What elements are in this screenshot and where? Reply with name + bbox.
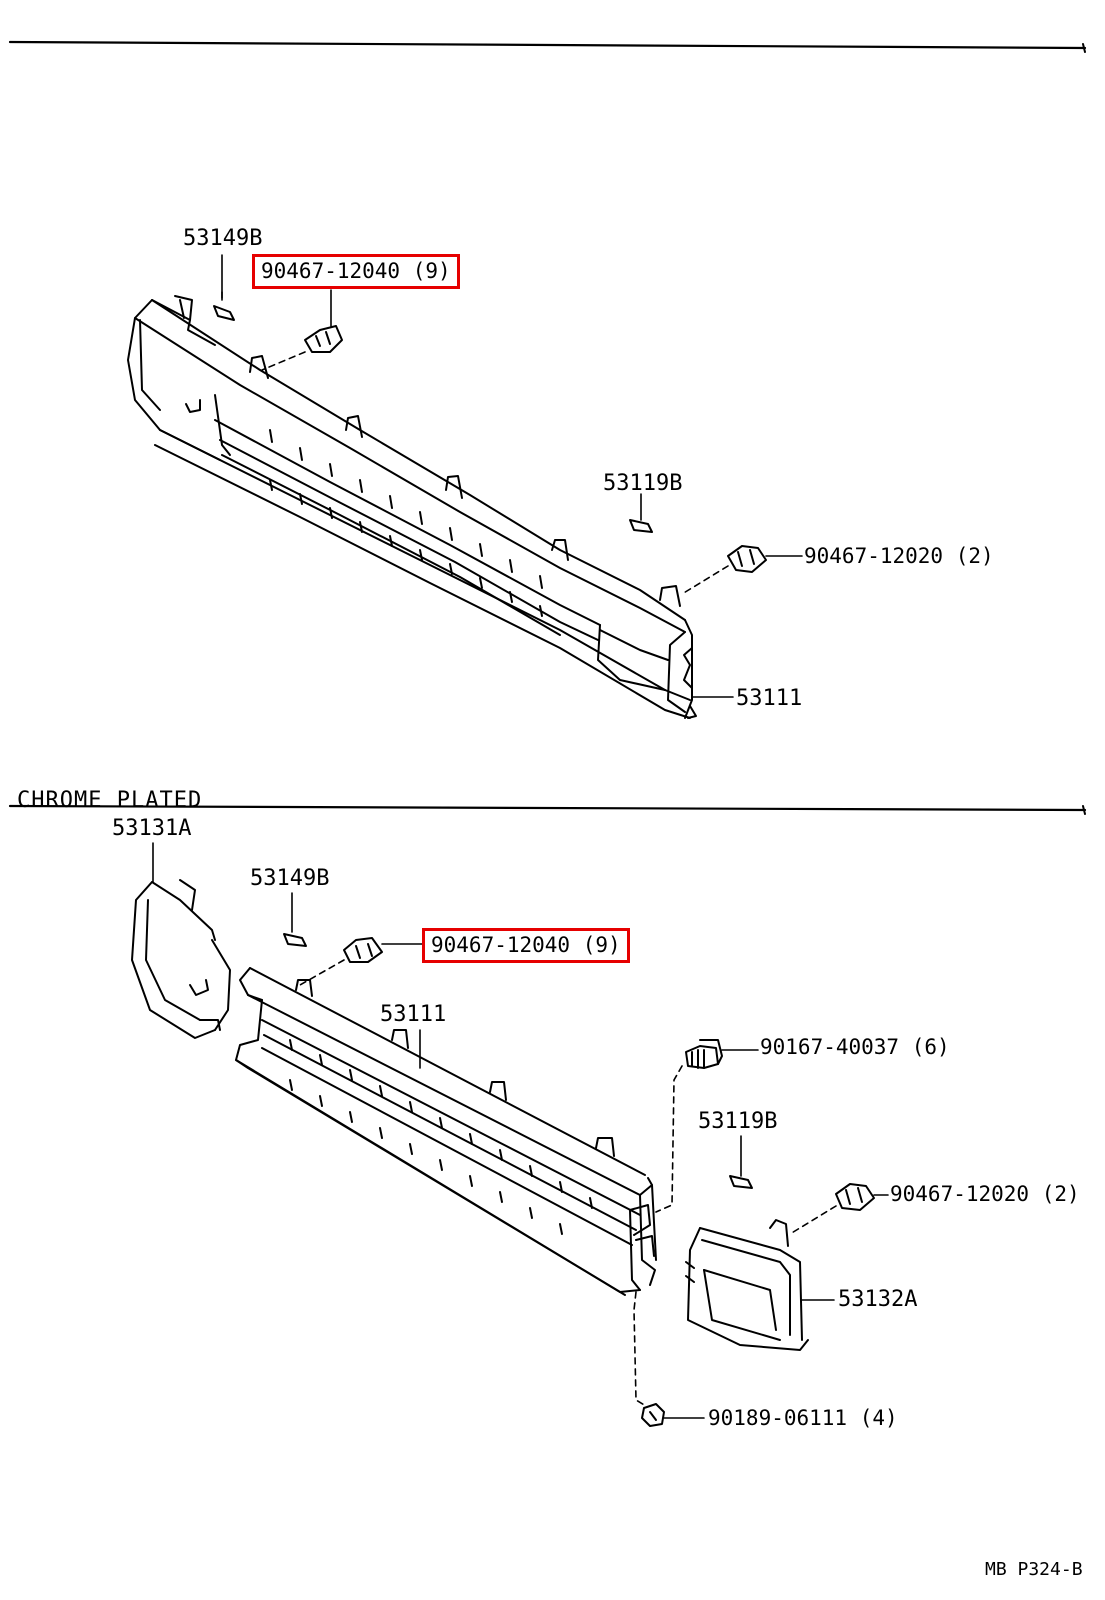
right-frame-53132a-drawing [685,1219,809,1351]
lower-clip-pin-53149b [283,933,307,947]
upper-label-53149b: 53149B [183,226,263,251]
left-frame-53131a-drawing [131,879,231,1039]
lower-label-53111: 53111 [380,1002,447,1027]
lower-label-53119b: 53119B [698,1109,778,1134]
upper-label-90467-12040-highlighted: 90467-12040 (9) [252,254,460,289]
lower-label-53149b: 53149B [250,866,330,891]
lower-retainer-90467-12020 [835,1183,875,1211]
upper-clip-pin-53149b [213,291,235,321]
lower-retainer-90467-12040 [343,937,383,963]
lower-grille-drawing [235,967,657,1296]
upper-label-53119b: 53119B [603,471,683,496]
section-divider-line [8,804,1087,812]
lower-label-53132a: 53132A [838,1287,918,1312]
lower-clip-pin-53119b [729,1175,753,1189]
page-reference: MB P324-B [985,1559,1083,1580]
top-border-line [8,40,1087,50]
upper-clip-pin-53119b [629,519,653,533]
section-title: CHROME PLATED [17,788,203,813]
lower-label-90167-40037: 90167-40037 (6) [760,1035,950,1059]
lower-label-90467-12040-highlighted: 90467-12040 (9) [422,928,630,963]
lower-label-53131a: 53131A [112,816,192,841]
upper-retainer-90467-12040 [304,325,343,353]
upper-label-90467-12020: 90467-12020 (2) [804,544,994,568]
upper-grille-drawing [127,295,697,719]
upper-label-53111: 53111 [736,686,803,711]
lower-label-90189-06111: 90189-06111 (4) [708,1406,898,1430]
lower-label-90467-12020: 90467-12020 (2) [890,1182,1080,1206]
lower-nut-90189-06111 [641,1403,665,1427]
upper-retainer-90467-12020 [727,545,767,573]
lower-bolt-90167-40037 [685,1039,723,1069]
